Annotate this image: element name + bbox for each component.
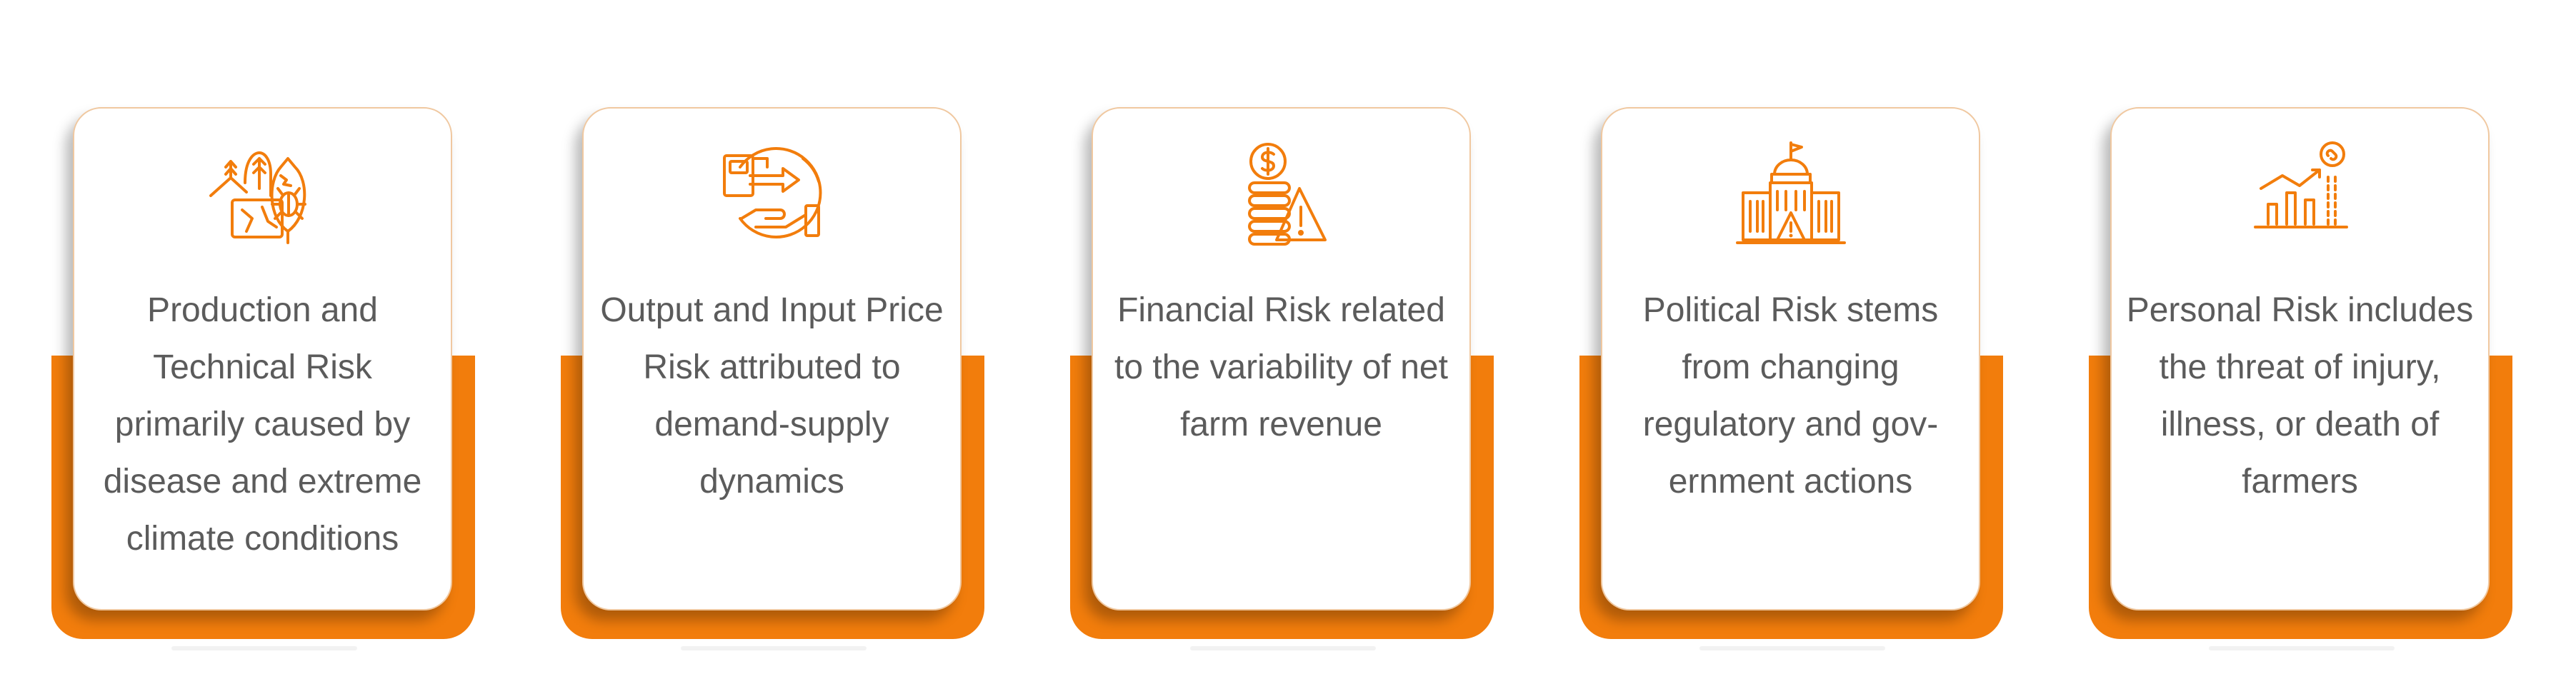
card-panel: Output and Input Price Risk attributed t… — [582, 107, 962, 610]
floor-shadow — [1190, 646, 1376, 650]
card-panel: Financial Risk related to the variabilit… — [1092, 107, 1471, 610]
floor-shadow — [681, 646, 867, 650]
floor-shadow — [171, 646, 357, 650]
risk-card-price: Output and Input Price Risk attributed t… — [561, 107, 984, 639]
risk-card-political: Political Risk stems from changing regul… — [1579, 107, 2003, 639]
card-label: Financial Risk related to the variabilit… — [1114, 291, 1448, 443]
floor-shadow — [1699, 646, 1885, 650]
farm-crop-pest-icon — [202, 139, 324, 246]
card-label: Personal Risk includes the threat of inj… — [2126, 291, 2474, 501]
risk-card-financial: Financial Risk related to the variabilit… — [1070, 107, 1494, 639]
card-panel: Political Risk stems from changing regul… — [1601, 107, 1980, 610]
floor-shadow — [2209, 646, 2395, 650]
risk-card-personal: Personal Risk includes the threat of inj… — [2089, 107, 2512, 639]
risk-card-production: Production and Technical Risk primarily … — [51, 107, 475, 639]
card-label: Production and Technical Risk primarily … — [103, 291, 422, 558]
card-label: Political Risk stems from changing regul… — [1642, 291, 1939, 501]
card-panel: Personal Risk includes the threat of inj… — [2110, 107, 2490, 610]
government-building-warning-icon — [1730, 139, 1852, 246]
card-label: Output and Input Price Risk attributed t… — [600, 291, 944, 501]
chart-injury-icon — [2240, 139, 2361, 246]
card-panel: Production and Technical Risk primarily … — [73, 107, 452, 610]
price-exchange-icon — [712, 139, 833, 246]
coins-warning-icon — [1221, 139, 1342, 246]
